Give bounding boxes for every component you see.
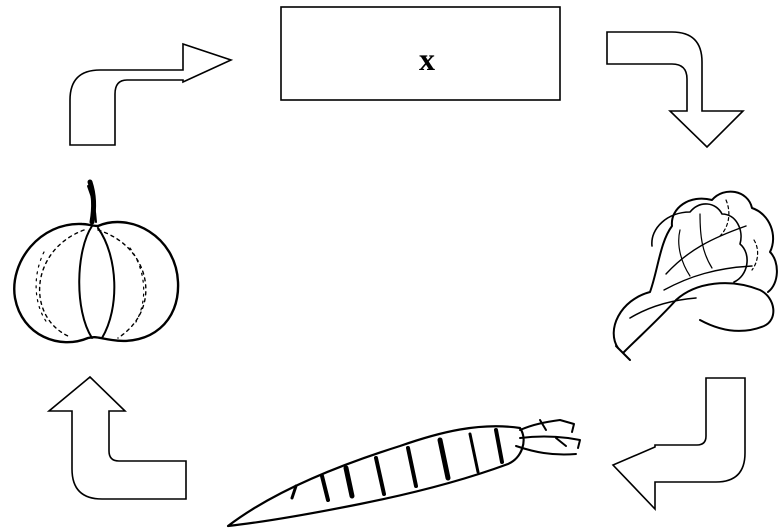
x-box: x bbox=[280, 6, 561, 101]
cycle-arrow-top-left bbox=[69, 42, 234, 146]
carrot-icon bbox=[226, 419, 581, 528]
x-box-label: x bbox=[419, 41, 435, 77]
cycle-arrow-bottom-right bbox=[611, 377, 746, 511]
cycle-arrow-top-right bbox=[606, 31, 745, 149]
pumpkin-icon bbox=[13, 179, 180, 344]
cabbage-icon bbox=[612, 190, 778, 361]
cycle-arrow-bottom-left bbox=[46, 375, 187, 500]
